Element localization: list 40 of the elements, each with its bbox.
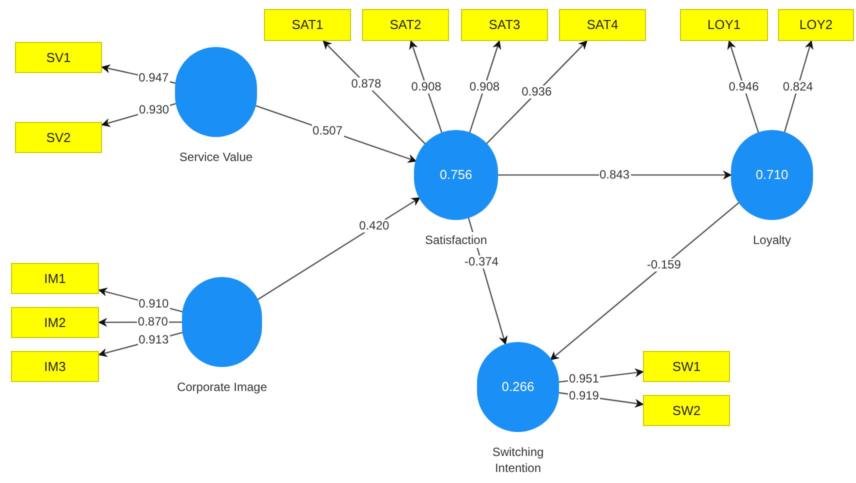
- arrow: [550, 202, 740, 360]
- indicator-box: IM2: [11, 307, 99, 338]
- edge-label: 0.908: [410, 80, 442, 94]
- edge-label: 0.947: [138, 72, 170, 85]
- edge-label: 0.936: [520, 86, 553, 99]
- edge-label: 0.908: [468, 80, 501, 94]
- indicator-box: SV1: [15, 42, 102, 73]
- r-squared-value: 0.756: [440, 166, 472, 184]
- edge-label: 0.946: [728, 80, 760, 94]
- indicator-box: SV2: [15, 122, 102, 153]
- indicator-box: SAT4: [559, 9, 646, 41]
- edge-label: 0.913: [138, 334, 170, 347]
- edge-label: 0.919: [568, 390, 600, 403]
- indicator-box: SAT1: [264, 9, 351, 41]
- indicator-box: SW1: [643, 351, 730, 382]
- indicator-box: SAT2: [362, 9, 449, 41]
- indicator-box: SW2: [643, 395, 730, 426]
- construct-name: Loyalty: [750, 232, 794, 248]
- indicator-box: LOY1: [680, 9, 768, 41]
- edge-label: 0.951: [568, 372, 600, 386]
- edge-label: 0.824: [782, 80, 814, 94]
- r-squared-value: 0.710: [756, 166, 788, 184]
- edge-label: 0.420: [358, 220, 390, 233]
- indicator-box: SAT3: [461, 9, 548, 41]
- indicator-box: IM1: [11, 263, 99, 294]
- edge-label: 0.507: [312, 124, 344, 138]
- arrow: [322, 40, 426, 145]
- edge-label: 0.870: [136, 316, 169, 329]
- arrow: [486, 40, 588, 144]
- construct-name: Satisfaction: [422, 232, 490, 248]
- edge-label: 0.910: [138, 298, 170, 311]
- r-squared-value: 0.266: [502, 378, 534, 396]
- edge-label: 0.843: [598, 168, 631, 182]
- edge-label: -0.374: [463, 256, 500, 269]
- indicator-box: IM3: [11, 351, 99, 382]
- edge-label: 0.878: [350, 78, 382, 91]
- edge-label: 0.930: [138, 103, 170, 116]
- indicator-box: LOY2: [778, 9, 854, 41]
- edge-label: -0.159: [646, 258, 682, 272]
- arrow: [256, 197, 421, 301]
